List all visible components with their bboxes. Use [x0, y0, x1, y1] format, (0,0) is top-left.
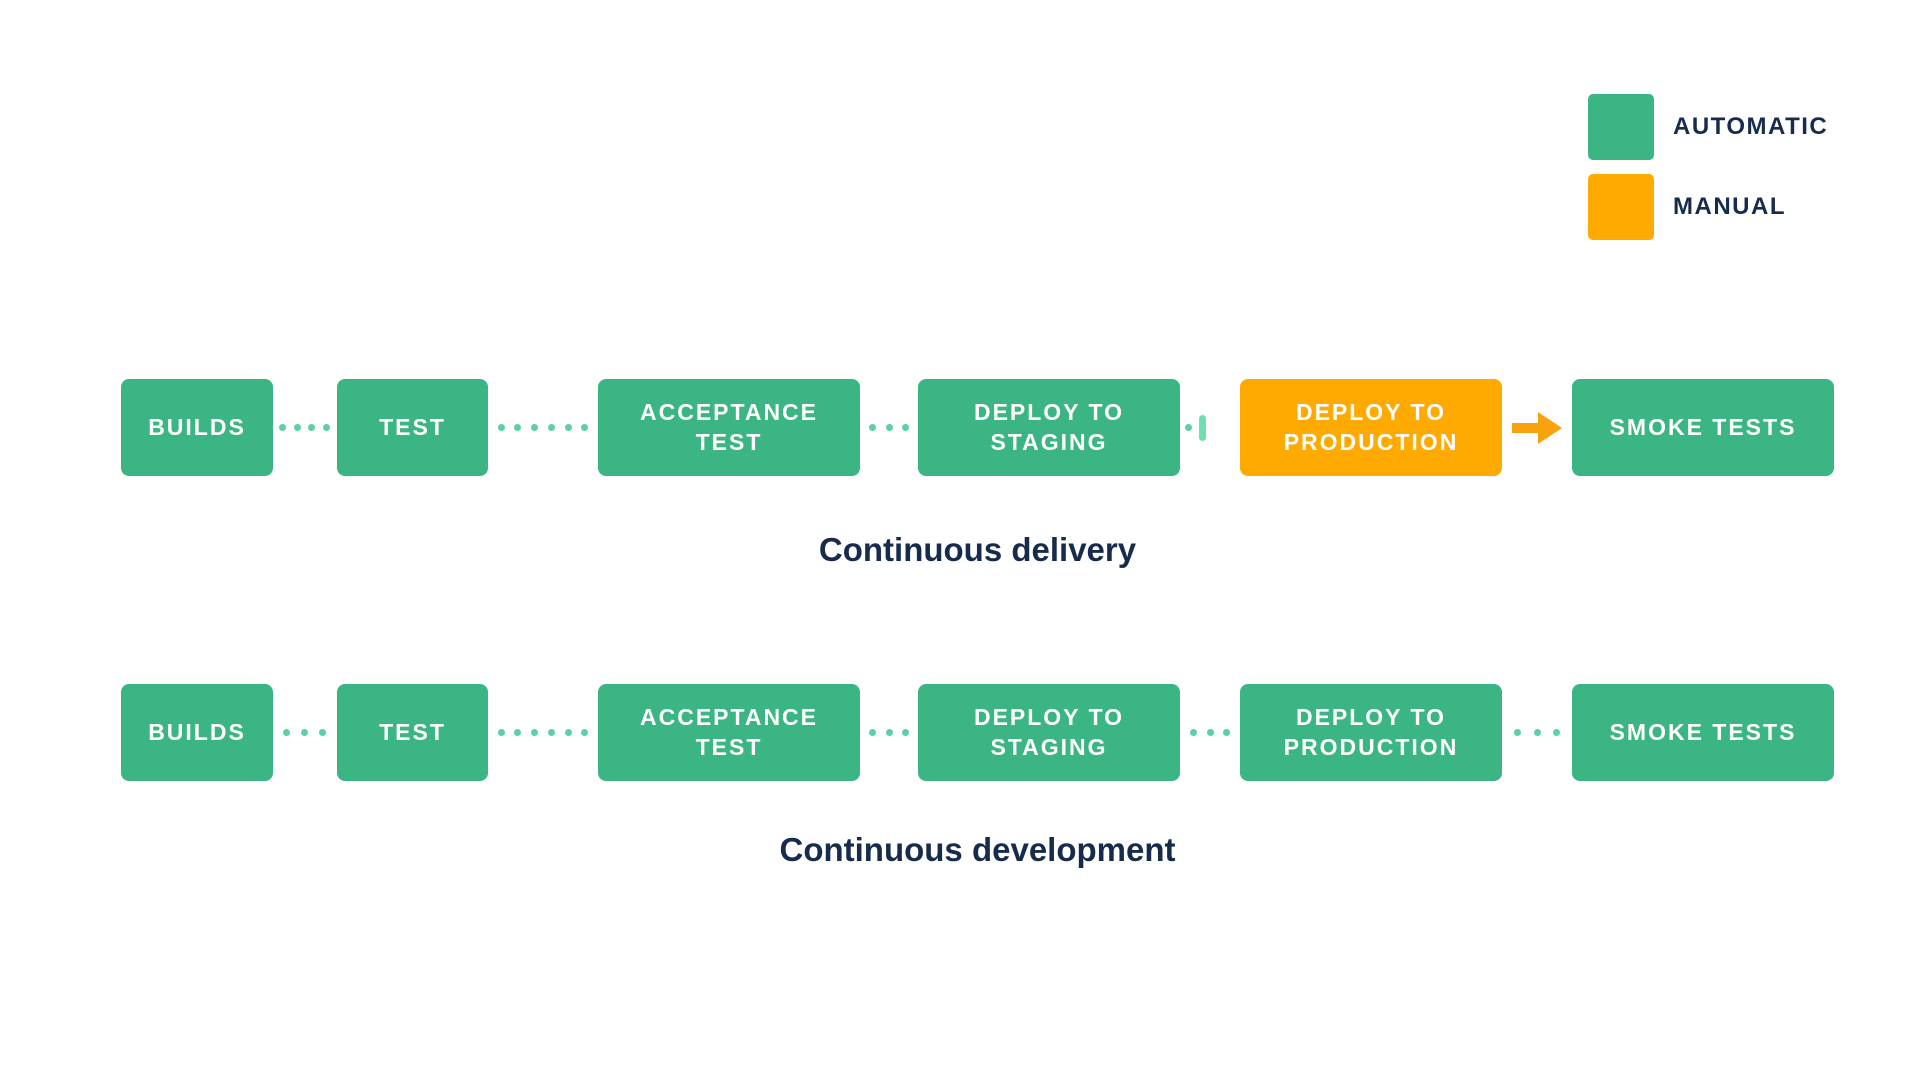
connector-dot — [308, 424, 316, 431]
manual-gate-bar — [1199, 414, 1206, 441]
legend: AUTOMATIC MANUAL — [1588, 94, 1828, 240]
connector-dot — [901, 729, 909, 736]
manual-gate-connector — [1180, 379, 1240, 476]
connector-dot — [547, 729, 555, 736]
stage-box-smoke-tests: SMOKE TESTS — [1572, 684, 1834, 781]
connector-dot — [885, 729, 893, 736]
automatic-swatch — [1588, 94, 1654, 160]
connector-dot — [869, 729, 877, 736]
stage-box-deploy-to-staging: DEPLOY TO STAGING — [918, 379, 1180, 476]
connector-dot — [279, 424, 287, 431]
connector-dot — [1206, 729, 1214, 736]
connector-dot — [581, 424, 589, 431]
legend-label-automatic: AUTOMATIC — [1673, 113, 1829, 140]
stage-box-builds: BUILDS — [121, 379, 273, 476]
connector-dot — [1223, 729, 1231, 736]
legend-item-manual: MANUAL — [1588, 174, 1828, 240]
stage-box-test: TEST — [337, 379, 488, 476]
stage-box-smoke-tests: SMOKE TESTS — [1572, 379, 1834, 476]
stage-box-deploy-to-production: DEPLOY TO PRODUCTION — [1240, 379, 1502, 476]
pipeline-row-continuous-development: BUILDS TEST ACCEPTANCE TEST DEPLOY TO ST… — [0, 684, 1920, 781]
connector-dot — [319, 729, 326, 736]
stage-box-test: TEST — [337, 684, 488, 781]
legend-item-automatic: AUTOMATIC — [1588, 94, 1828, 160]
connector-dot — [514, 729, 522, 736]
dotted-connector — [272, 684, 337, 781]
dotted-connector — [860, 684, 918, 781]
connector-dot — [531, 729, 539, 736]
stage-box-deploy-to-staging: DEPLOY TO STAGING — [918, 684, 1180, 781]
connector-dot — [1185, 424, 1192, 431]
connector-dot — [497, 729, 505, 736]
arrow-connector — [1502, 379, 1572, 476]
dotted-connector — [272, 379, 337, 476]
connector-dot — [1552, 729, 1560, 736]
connector-dot — [901, 424, 909, 431]
connector-dot — [885, 424, 893, 431]
connector-dot — [301, 729, 308, 736]
stage-box-acceptance-test: ACCEPTANCE TEST — [598, 379, 860, 476]
dotted-connector — [488, 379, 598, 476]
pipeline-caption-continuous-development: Continuous development — [779, 831, 1176, 868]
dotted-connector — [860, 379, 918, 476]
connector-dot — [322, 424, 330, 431]
connector-dot — [564, 424, 572, 431]
dotted-connector — [488, 684, 598, 781]
pipeline-caption-continuous-delivery: Continuous delivery — [818, 531, 1137, 568]
connector-dot — [869, 424, 877, 431]
dotted-connector — [1180, 684, 1240, 781]
stage-box-acceptance-test: ACCEPTANCE TEST — [598, 684, 860, 781]
connector-dot — [547, 424, 555, 431]
connector-dot — [514, 424, 522, 431]
connector-dot — [283, 729, 290, 736]
connector-dot — [581, 729, 589, 736]
arrow-right-icon — [1512, 411, 1562, 444]
stage-box-builds: BUILDS — [121, 684, 273, 781]
connector-dot — [293, 424, 301, 431]
dotted-connector — [1502, 684, 1572, 781]
stage-box-deploy-to-production: DEPLOY TO PRODUCTION — [1240, 684, 1502, 781]
connector-dot — [1533, 729, 1541, 736]
connector-dot — [564, 729, 572, 736]
connector-dot — [531, 424, 539, 431]
connector-dot — [1189, 729, 1197, 736]
pipeline-row-continuous-delivery: BUILDS TEST ACCEPTANCE TEST DEPLOY TO ST… — [0, 379, 1920, 476]
manual-swatch — [1588, 174, 1654, 240]
legend-label-manual: MANUAL — [1673, 193, 1786, 220]
connector-dot — [497, 424, 505, 431]
connector-dot — [1514, 729, 1522, 736]
